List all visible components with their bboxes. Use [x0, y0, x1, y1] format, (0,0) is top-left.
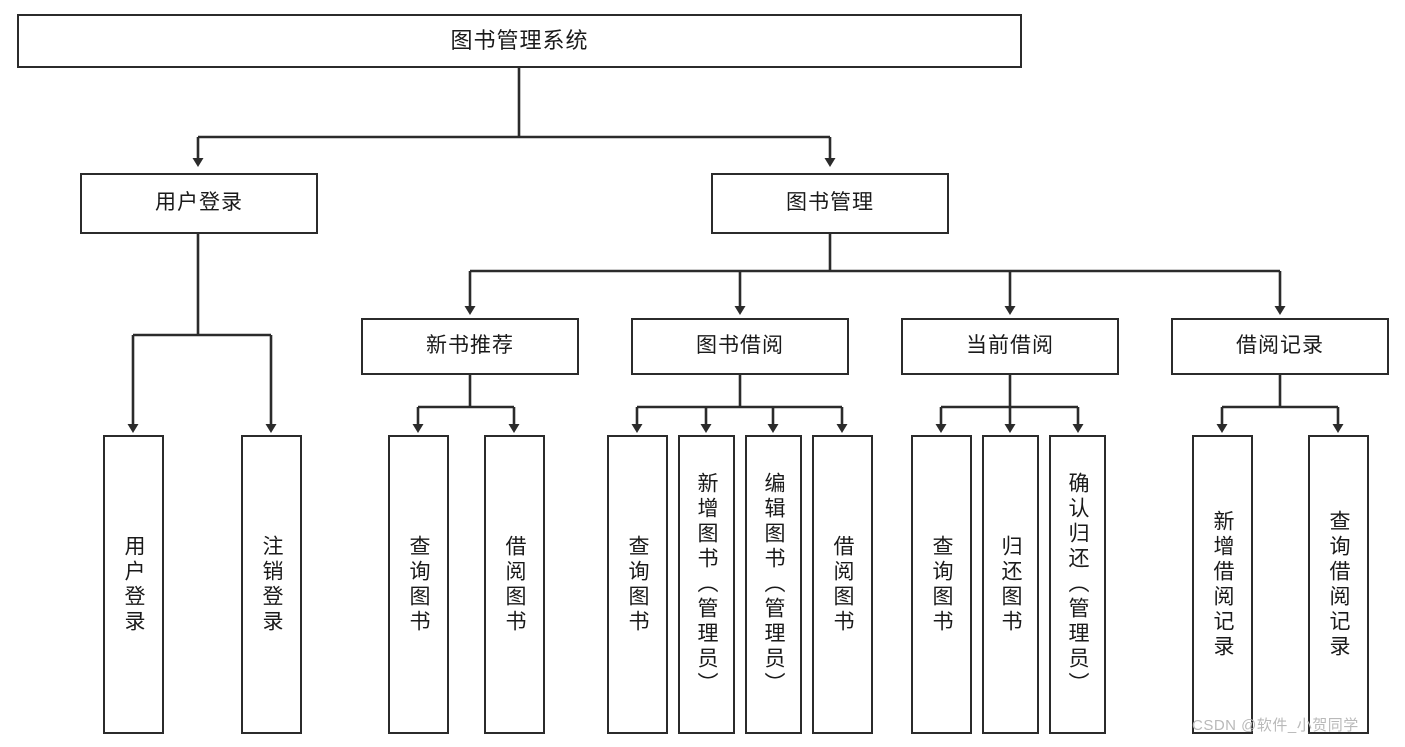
node-book-borrow[interactable]: 图书借阅	[631, 318, 849, 375]
node-leaf-current-return[interactable]: 归还图书	[982, 435, 1039, 734]
node-leaf-user-login-signout-label: 注销登录	[260, 534, 283, 635]
node-leaf-user-login-signout[interactable]: 注销登录	[241, 435, 302, 734]
node-leaf-user-login-signin[interactable]: 用户登录	[103, 435, 164, 734]
watermark: CSDN @软件_小贺同学	[1192, 717, 1359, 734]
node-leaf-newbook-query-label: 查询图书	[407, 534, 430, 635]
node-leaf-record-query[interactable]: 查询借阅记录	[1308, 435, 1369, 734]
node-leaf-record-add[interactable]: 新增借阅记录	[1192, 435, 1253, 734]
node-leaf-newbook-query[interactable]: 查询图书	[388, 435, 449, 734]
node-leaf-borrow-query-label: 查询图书	[626, 534, 649, 635]
node-leaf-borrow-add[interactable]: 新增图书（管理员）	[678, 435, 735, 734]
node-book-manage[interactable]: 图书管理	[711, 173, 949, 234]
node-book-borrow-label: 图书借阅	[696, 334, 784, 358]
node-leaf-current-confirm-return[interactable]: 确认归还（管理员）	[1049, 435, 1106, 734]
node-book-manage-label: 图书管理	[786, 191, 874, 215]
node-new-book-recommend-label: 新书推荐	[426, 334, 514, 358]
node-leaf-borrow-query[interactable]: 查询图书	[607, 435, 668, 734]
node-leaf-borrow-add-label: 新增图书（管理员）	[695, 472, 718, 697]
node-leaf-newbook-borrow[interactable]: 借阅图书	[484, 435, 545, 734]
node-leaf-borrow-borrow-label: 借阅图书	[831, 534, 854, 635]
node-leaf-user-login-signin-label: 用户登录	[122, 534, 145, 635]
node-user-login-label: 用户登录	[155, 191, 243, 215]
node-leaf-current-query[interactable]: 查询图书	[911, 435, 972, 734]
node-leaf-current-confirm-return-label: 确认归还（管理员）	[1066, 472, 1089, 697]
node-root-system[interactable]: 图书管理系统	[17, 14, 1022, 68]
node-borrow-record-label: 借阅记录	[1236, 334, 1324, 358]
node-current-borrow-label: 当前借阅	[966, 334, 1054, 358]
node-leaf-borrow-edit[interactable]: 编辑图书（管理员）	[745, 435, 802, 734]
node-user-login[interactable]: 用户登录	[80, 173, 318, 234]
node-leaf-record-query-label: 查询借阅记录	[1327, 509, 1350, 660]
node-leaf-current-query-label: 查询图书	[930, 534, 953, 635]
node-root-system-label: 图书管理系统	[450, 28, 589, 54]
node-leaf-record-add-label: 新增借阅记录	[1211, 509, 1234, 660]
node-leaf-borrow-borrow[interactable]: 借阅图书	[812, 435, 873, 734]
node-leaf-newbook-borrow-label: 借阅图书	[503, 534, 526, 635]
node-current-borrow[interactable]: 当前借阅	[901, 318, 1119, 375]
node-leaf-borrow-edit-label: 编辑图书（管理员）	[762, 472, 785, 697]
node-borrow-record[interactable]: 借阅记录	[1171, 318, 1389, 375]
node-new-book-recommend[interactable]: 新书推荐	[361, 318, 579, 375]
node-leaf-current-return-label: 归还图书	[999, 534, 1022, 635]
